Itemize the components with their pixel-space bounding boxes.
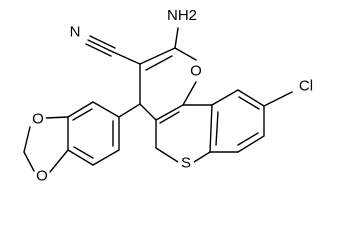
dioxole-oxygen-lower-label: O — [36, 168, 48, 185]
bond-c10-c9 — [237, 89, 265, 107]
bond-a4-a5-inner — [73, 146, 94, 159]
bond-a2-a3-inner — [72, 108, 93, 121]
nitrile-n-halo — [67, 24, 83, 40]
bond-o-lower-a4 — [49, 149, 69, 173]
bond-c3-c2 — [139, 47, 176, 65]
bond-o-upper-ch2 — [23, 126, 31, 153]
dioxole-oxygen-lower-halo — [34, 168, 50, 184]
chlorine-label: Cl — [299, 78, 313, 95]
ring-oxygen-label: O — [190, 63, 202, 80]
bond-s-c5a — [193, 151, 211, 163]
sulfur-halo — [178, 155, 194, 171]
bond-cn-triple-3 — [85, 43, 112, 57]
bond-cn-triple-2 — [89, 35, 116, 49]
amino-h2-label: H2 — [178, 7, 197, 24]
nitrile-n-label: N — [70, 24, 81, 41]
bond-c8-c7 — [237, 135, 265, 153]
bond-c5a-c10a — [209, 104, 213, 153]
bond-layer — [23, 27, 293, 173]
molecule-canvas: NH2 N O Cl S O O — [23, 7, 313, 185]
amino-n-label: N — [167, 7, 178, 24]
bond-c4a-c4 — [139, 103, 157, 121]
dioxole-oxygen-upper-label: O — [32, 111, 44, 128]
bond-c2-n-amino — [174, 27, 179, 49]
structure-diagram: NH2 N O Cl S O O — [23, 7, 313, 185]
bond-c3-cn — [112, 51, 141, 65]
bond-c4-aryl — [118, 103, 141, 118]
bond-a1-a2 — [92, 101, 120, 118]
bond-a5-a6 — [92, 149, 120, 166]
bond-c3-c2-inner — [145, 55, 173, 71]
bond-c9-cl — [263, 91, 293, 107]
bond-c10b-c4a-inner — [159, 111, 180, 124]
bond-a2-a3 — [67, 101, 94, 118]
bond-c10a-c10 — [211, 89, 239, 106]
bond-a3-o-upper — [45, 116, 69, 119]
bond-c5a-c10a-inner — [215, 111, 219, 146]
amino-group-label: NH2 — [167, 7, 197, 24]
bond-a4-a5 — [67, 149, 94, 166]
bond-c10-c9-inner — [238, 96, 260, 110]
dioxole-oxygen-upper-halo — [30, 111, 46, 127]
bond-c10b-c4a — [155, 104, 184, 121]
bond-o1-c10b — [182, 81, 197, 106]
bond-ch2-o-lower — [23, 151, 35, 172]
bond-c8-c7-inner — [237, 132, 259, 146]
bond-c5-s — [155, 147, 179, 163]
bond-cn-triple-1 — [87, 39, 114, 53]
ring-oxygen-halo — [188, 63, 204, 79]
bond-c2-o1 — [174, 47, 197, 61]
sulfur-label: S — [181, 155, 191, 172]
atom-label-layer: NH2 N O Cl S O O — [30, 7, 313, 185]
